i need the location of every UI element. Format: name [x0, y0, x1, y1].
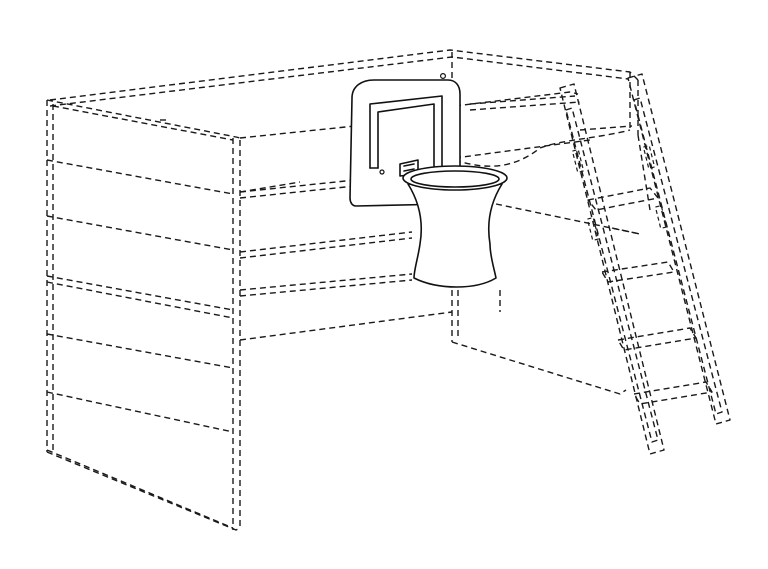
left-end-panel	[46, 99, 241, 531]
screw-hole	[379, 169, 385, 175]
rear-right-leg	[451, 290, 627, 395]
basketball-hoop	[399, 159, 508, 288]
deck-support	[611, 134, 651, 235]
bed-frame	[46, 49, 651, 531]
front-rails	[239, 91, 641, 341]
mount-hole	[440, 72, 447, 79]
ladder	[559, 73, 731, 455]
mattress-deck	[239, 125, 633, 193]
back-panel	[49, 49, 639, 135]
